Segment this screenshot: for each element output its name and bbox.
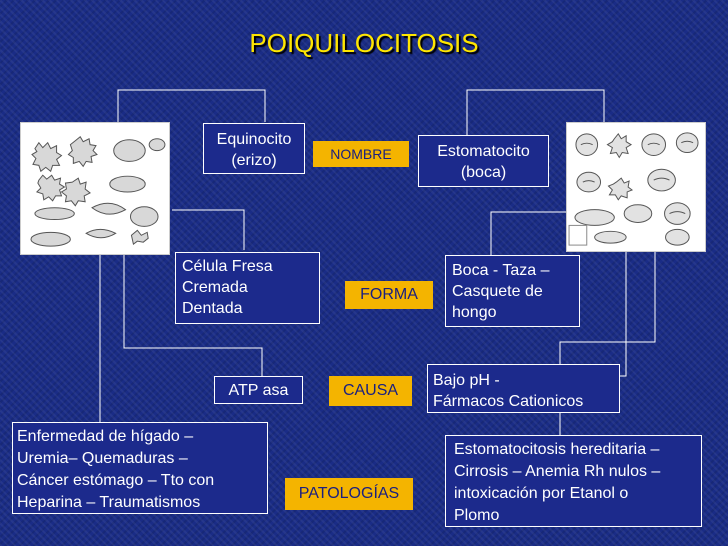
equinocito-name-box: Equinocito (erizo) <box>203 123 305 174</box>
patologias-tag: PATOLOGÍAS <box>285 478 413 510</box>
forma-tag: FORMA <box>345 281 433 309</box>
estomatocito-name-box: Estomatocito (boca) <box>418 135 549 187</box>
connector-right-forma <box>490 211 566 255</box>
equinocito-forma-box: Célula Fresa Cremada Dentada <box>175 252 320 324</box>
estomatocito-patologias-box: Estomatocitosis hereditaria – Cirrosis –… <box>445 435 702 527</box>
connector-left-forma <box>172 209 245 250</box>
equinocito-causa-box: ATP asa <box>214 376 303 404</box>
connector-left-causa <box>123 255 263 376</box>
connector-left-nombre <box>117 89 266 122</box>
estomatocito-causa-box: Bajo pH - Fármacos Cationicos <box>427 364 620 413</box>
equinocito-patologias-box: Enfermedad de hígado – Uremia– Quemadura… <box>12 422 268 514</box>
causa-tag: CAUSA <box>329 376 412 406</box>
connector-right-nombre <box>466 89 605 135</box>
connector-right-causa <box>620 252 627 377</box>
estomatocito-forma-box: Boca - Taza – Casquete de hongo <box>445 255 580 327</box>
estomatocito-image <box>566 122 706 252</box>
equinocito-image <box>20 122 170 255</box>
nombre-tag: NOMBRE <box>313 141 409 167</box>
page-title: POIQUILOCITOSIS <box>249 28 479 58</box>
